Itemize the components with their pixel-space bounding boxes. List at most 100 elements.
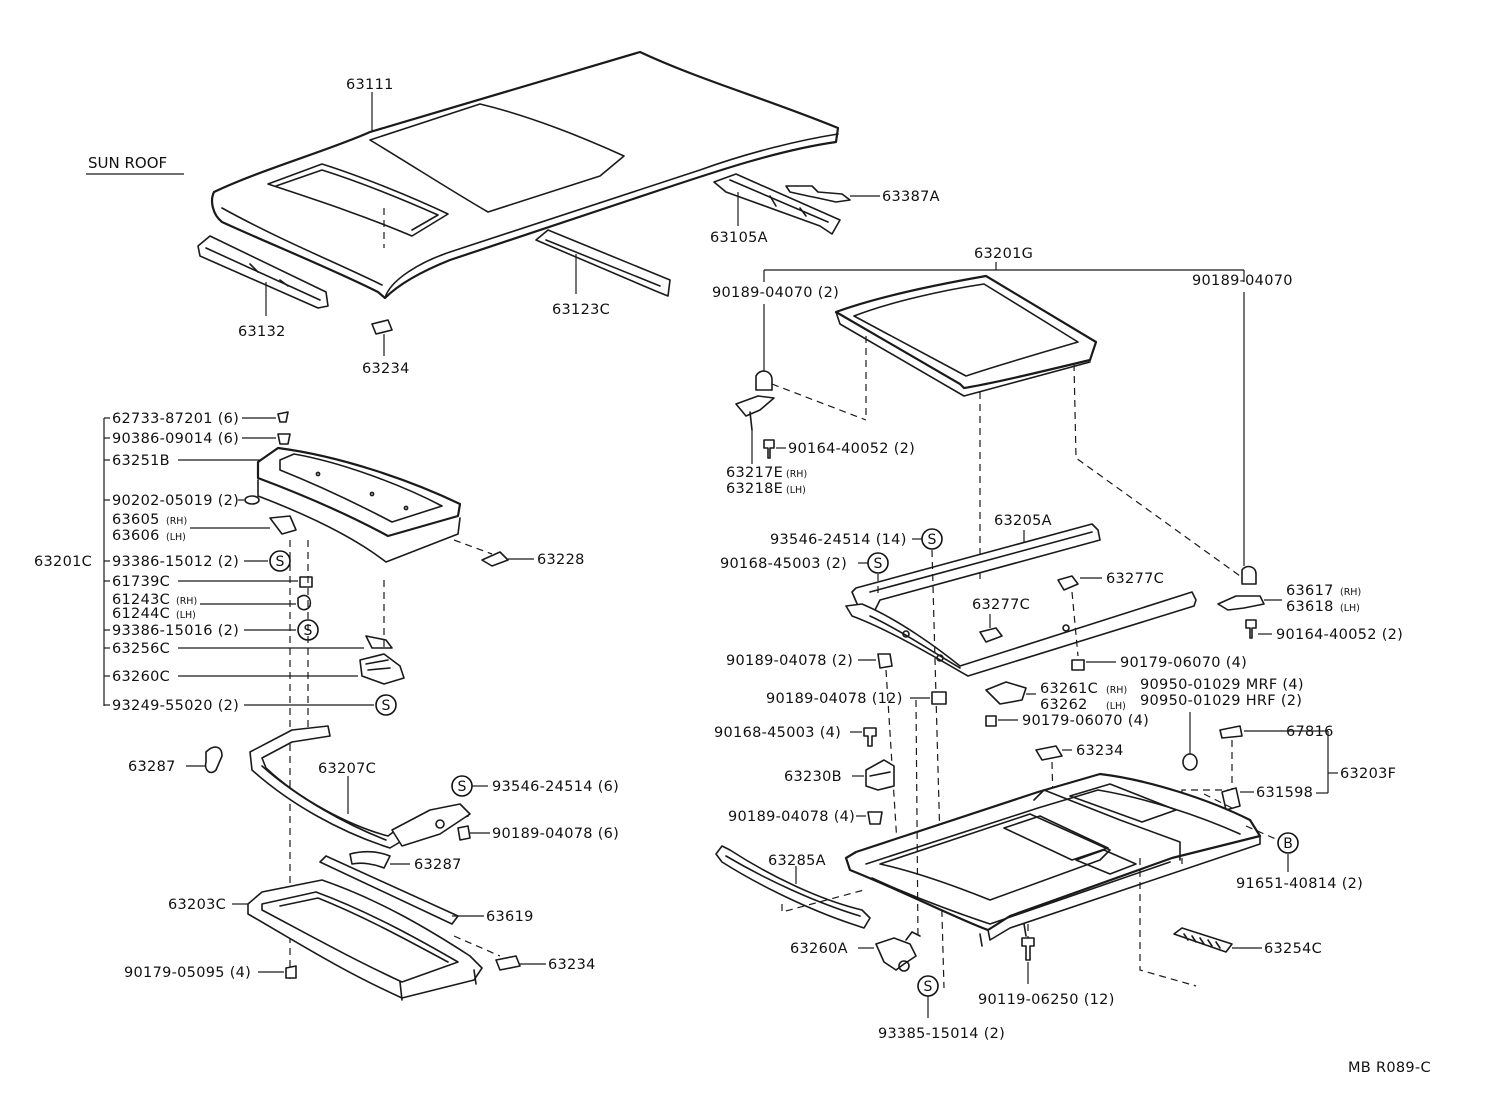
label-63619: 63619 xyxy=(486,909,534,925)
label-63201G: 63201G xyxy=(974,246,1033,262)
diagram-title: SUN ROOF xyxy=(88,154,167,172)
label-63234-bottom-left: 63234 xyxy=(548,957,596,973)
label-63261C: 63261C xyxy=(1040,681,1098,697)
bolt-90189-04078-12 xyxy=(931,691,947,705)
part-63228 xyxy=(481,551,509,567)
label-63262-lh: (LH) xyxy=(1106,701,1126,712)
label-63617-rh: (RH) xyxy=(1340,587,1361,598)
label-90386-09014: 90386-09014 (6) xyxy=(112,431,239,447)
grommet-90950-01029 xyxy=(1182,753,1198,771)
label-90189-04070-2: 90189-04070 (2) xyxy=(712,285,839,301)
housing-frame-63203F xyxy=(844,772,1262,947)
label-63618-lh: (LH) xyxy=(1340,603,1360,614)
label-63228: 63228 xyxy=(537,552,585,568)
label-631598: 631598 xyxy=(1256,785,1313,801)
part-63605 xyxy=(269,515,297,535)
svg-text:B: B xyxy=(1283,836,1293,852)
label-61243C: 61243C xyxy=(112,592,170,608)
label-63287-lower: 63287 xyxy=(414,857,462,873)
glass-panel-63251B xyxy=(256,446,462,563)
part-63254C xyxy=(1173,927,1233,953)
label-61244C-lh: (LH) xyxy=(176,610,196,621)
label-63260C: 63260C xyxy=(112,669,170,685)
part-63123C xyxy=(535,229,671,297)
label-63218E-lh: (LH) xyxy=(786,485,806,496)
part-63230B xyxy=(865,759,895,791)
label-63387A: 63387A xyxy=(882,189,940,205)
label-62733-87201: 62733-87201 (6) xyxy=(112,411,239,427)
part-63132 xyxy=(197,235,329,309)
part-63256C xyxy=(365,635,393,649)
part-63617 xyxy=(1217,595,1265,611)
part-63217E xyxy=(735,395,775,431)
label-63207C: 63207C xyxy=(318,761,376,777)
label-63254C: 63254C xyxy=(1264,941,1322,957)
label-90950-01029-mrf: 90950-01029 MRF (4) xyxy=(1140,677,1304,693)
clip-90189-04070-right xyxy=(1241,565,1257,585)
label-63606-lh: (LH) xyxy=(166,532,186,543)
label-63217E-rh: (RH) xyxy=(786,469,807,480)
label-63234-top: 63234 xyxy=(362,361,410,377)
label-63277C-lower: 63277C xyxy=(972,597,1030,613)
part-63260C xyxy=(359,653,405,685)
label-63251B: 63251B xyxy=(112,453,170,469)
label-63261C-rh: (RH) xyxy=(1106,685,1127,696)
label-63256C: 63256C xyxy=(112,641,170,657)
label-90119-06250: 90119-06250 (12) xyxy=(978,992,1115,1008)
label-63132: 63132 xyxy=(238,324,286,340)
label-61243C-rh: (RH) xyxy=(176,596,197,607)
bolt-90189-04078-2 xyxy=(877,653,893,669)
frame-63207C xyxy=(249,725,471,849)
label-63260A: 63260A xyxy=(790,941,848,957)
label-63201C: 63201C xyxy=(34,554,92,570)
label-91651-40814: 91651-40814 (2) xyxy=(1236,876,1363,892)
label-63205A: 63205A xyxy=(994,513,1052,529)
label-90164-40052-left: 90164-40052 (2) xyxy=(788,441,915,457)
bolt-90189-04078-4 xyxy=(867,811,883,825)
label-61739C: 61739C xyxy=(112,574,170,590)
label-90168-45003-4: 90168-45003 (4) xyxy=(714,725,841,741)
roof-panel-63111 xyxy=(211,50,840,300)
clip-63277C-upper xyxy=(1057,575,1079,591)
nut-90386-09014 xyxy=(277,433,291,445)
label-63123C: 63123C xyxy=(552,302,610,318)
label-63618: 63618 xyxy=(1286,599,1334,615)
s-badge-93385-15014: S xyxy=(917,975,939,997)
screw-90168-45003-4 xyxy=(863,727,877,747)
label-90189-04078-6: 90189-04078 (6) xyxy=(492,826,619,842)
s-badge-90168-45003-2: S xyxy=(867,552,889,574)
part-67816 xyxy=(1219,725,1243,739)
s-badge-93546-24514-14: S xyxy=(921,528,943,550)
diagram-code: MB R089-C xyxy=(1348,1060,1431,1076)
label-93546-24514-14: 93546-24514 (14) xyxy=(770,532,907,548)
label-63287-upper: 63287 xyxy=(128,759,176,775)
label-93546-24514-6: 93546-24514 (6) xyxy=(492,779,619,795)
label-63617: 63617 xyxy=(1286,583,1334,599)
svg-text:S: S xyxy=(928,532,937,548)
screw-90119-06250 xyxy=(1021,937,1035,961)
label-90202-05019: 90202-05019 (2) xyxy=(112,493,239,509)
pad-63234-bottom-left xyxy=(495,955,521,971)
label-90950-01029-hrf: 90950-01029 HRF (2) xyxy=(1140,693,1302,709)
b-badge-91651-40814: B xyxy=(1277,832,1299,854)
part-63387A xyxy=(785,185,851,203)
label-93385-15014: 93385-15014 (2) xyxy=(878,1026,1005,1042)
part-63105A xyxy=(713,173,841,235)
bolt-90189-04078-6 xyxy=(457,825,471,841)
label-90179-06070-b: 90179-06070 (4) xyxy=(1022,713,1149,729)
part-63234-top xyxy=(371,319,393,335)
label-63262: 63262 xyxy=(1040,697,1088,713)
label-63111: 63111 xyxy=(346,77,394,93)
nut-90179-06070-b xyxy=(985,715,997,727)
label-90179-05095: 90179-05095 (4) xyxy=(124,965,251,981)
label-63105A: 63105A xyxy=(710,230,768,246)
label-90189-04070: 90189-04070 xyxy=(1192,273,1293,289)
part-61243C xyxy=(297,594,312,611)
label-90189-04078-12: 90189-04078 (12) xyxy=(766,691,903,707)
label-93249-55020: 93249-55020 (2) xyxy=(112,698,239,714)
s-badge-93249-55020: S xyxy=(375,694,397,716)
s-badge-93386-15012: S xyxy=(269,550,291,572)
label-90189-04078-2: 90189-04078 (2) xyxy=(726,653,853,669)
svg-text:S: S xyxy=(874,556,883,572)
